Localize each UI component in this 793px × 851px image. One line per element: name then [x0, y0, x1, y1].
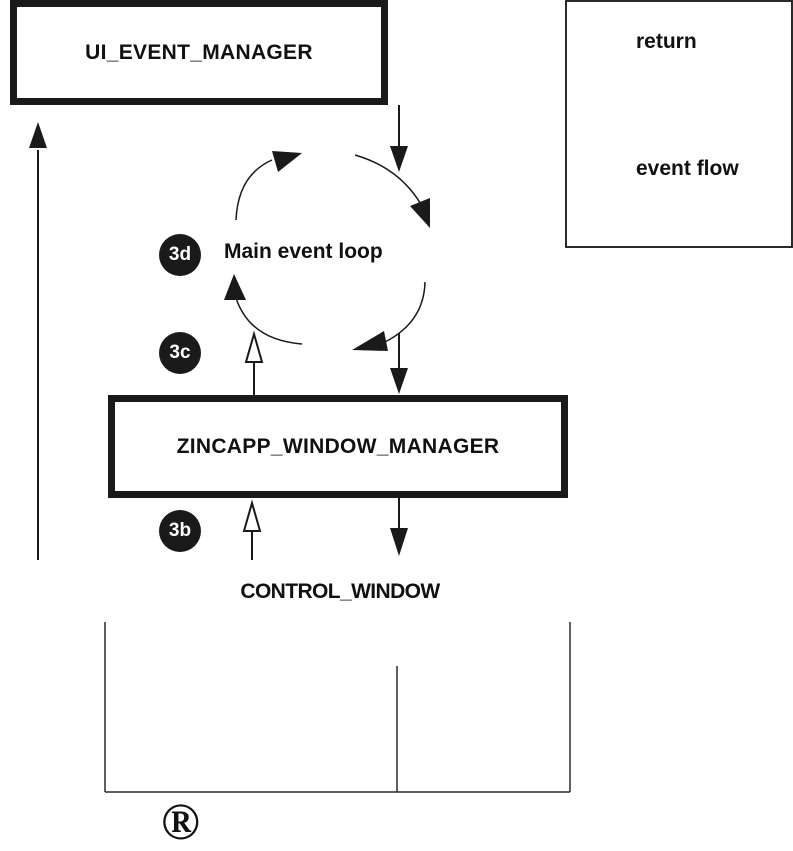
loop-arrowheads [224, 151, 430, 351]
legend-event-flow-label: event flow [636, 157, 739, 180]
ui-event-manager-box: UI_EVENT_MANAGER [10, 0, 388, 105]
registered-mark: ® [161, 794, 200, 851]
event-flow-arrow-top [390, 105, 408, 172]
legend-box: return event flow [565, 0, 793, 248]
legend-return-label: return [636, 30, 697, 53]
control-window-outline [104, 622, 571, 793]
step-badge-3c: 3c [159, 332, 201, 374]
return-arrow-3b [242, 499, 262, 560]
zincapp-window-manager-label: ZINCAPP_WINDOW_MANAGER [176, 434, 500, 458]
event-flow-arrow-middle [390, 333, 408, 394]
return-arrow-3c [244, 330, 264, 395]
main-event-loop-cycle [235, 154, 426, 345]
main-event-loop-label: Main event loop [224, 240, 383, 263]
step-badge-3b: 3b [159, 510, 201, 552]
event-flow-arrow-bottom [390, 498, 408, 556]
step-badge-3d: 3d [159, 234, 201, 276]
control-window-title: CONTROL_WINDOW [240, 580, 440, 603]
left-return-arrow [29, 122, 47, 560]
zincapp-window-manager-box: ZINCAPP_WINDOW_MANAGER [108, 395, 568, 498]
ui-event-manager-label: UI_EVENT_MANAGER [85, 40, 313, 64]
